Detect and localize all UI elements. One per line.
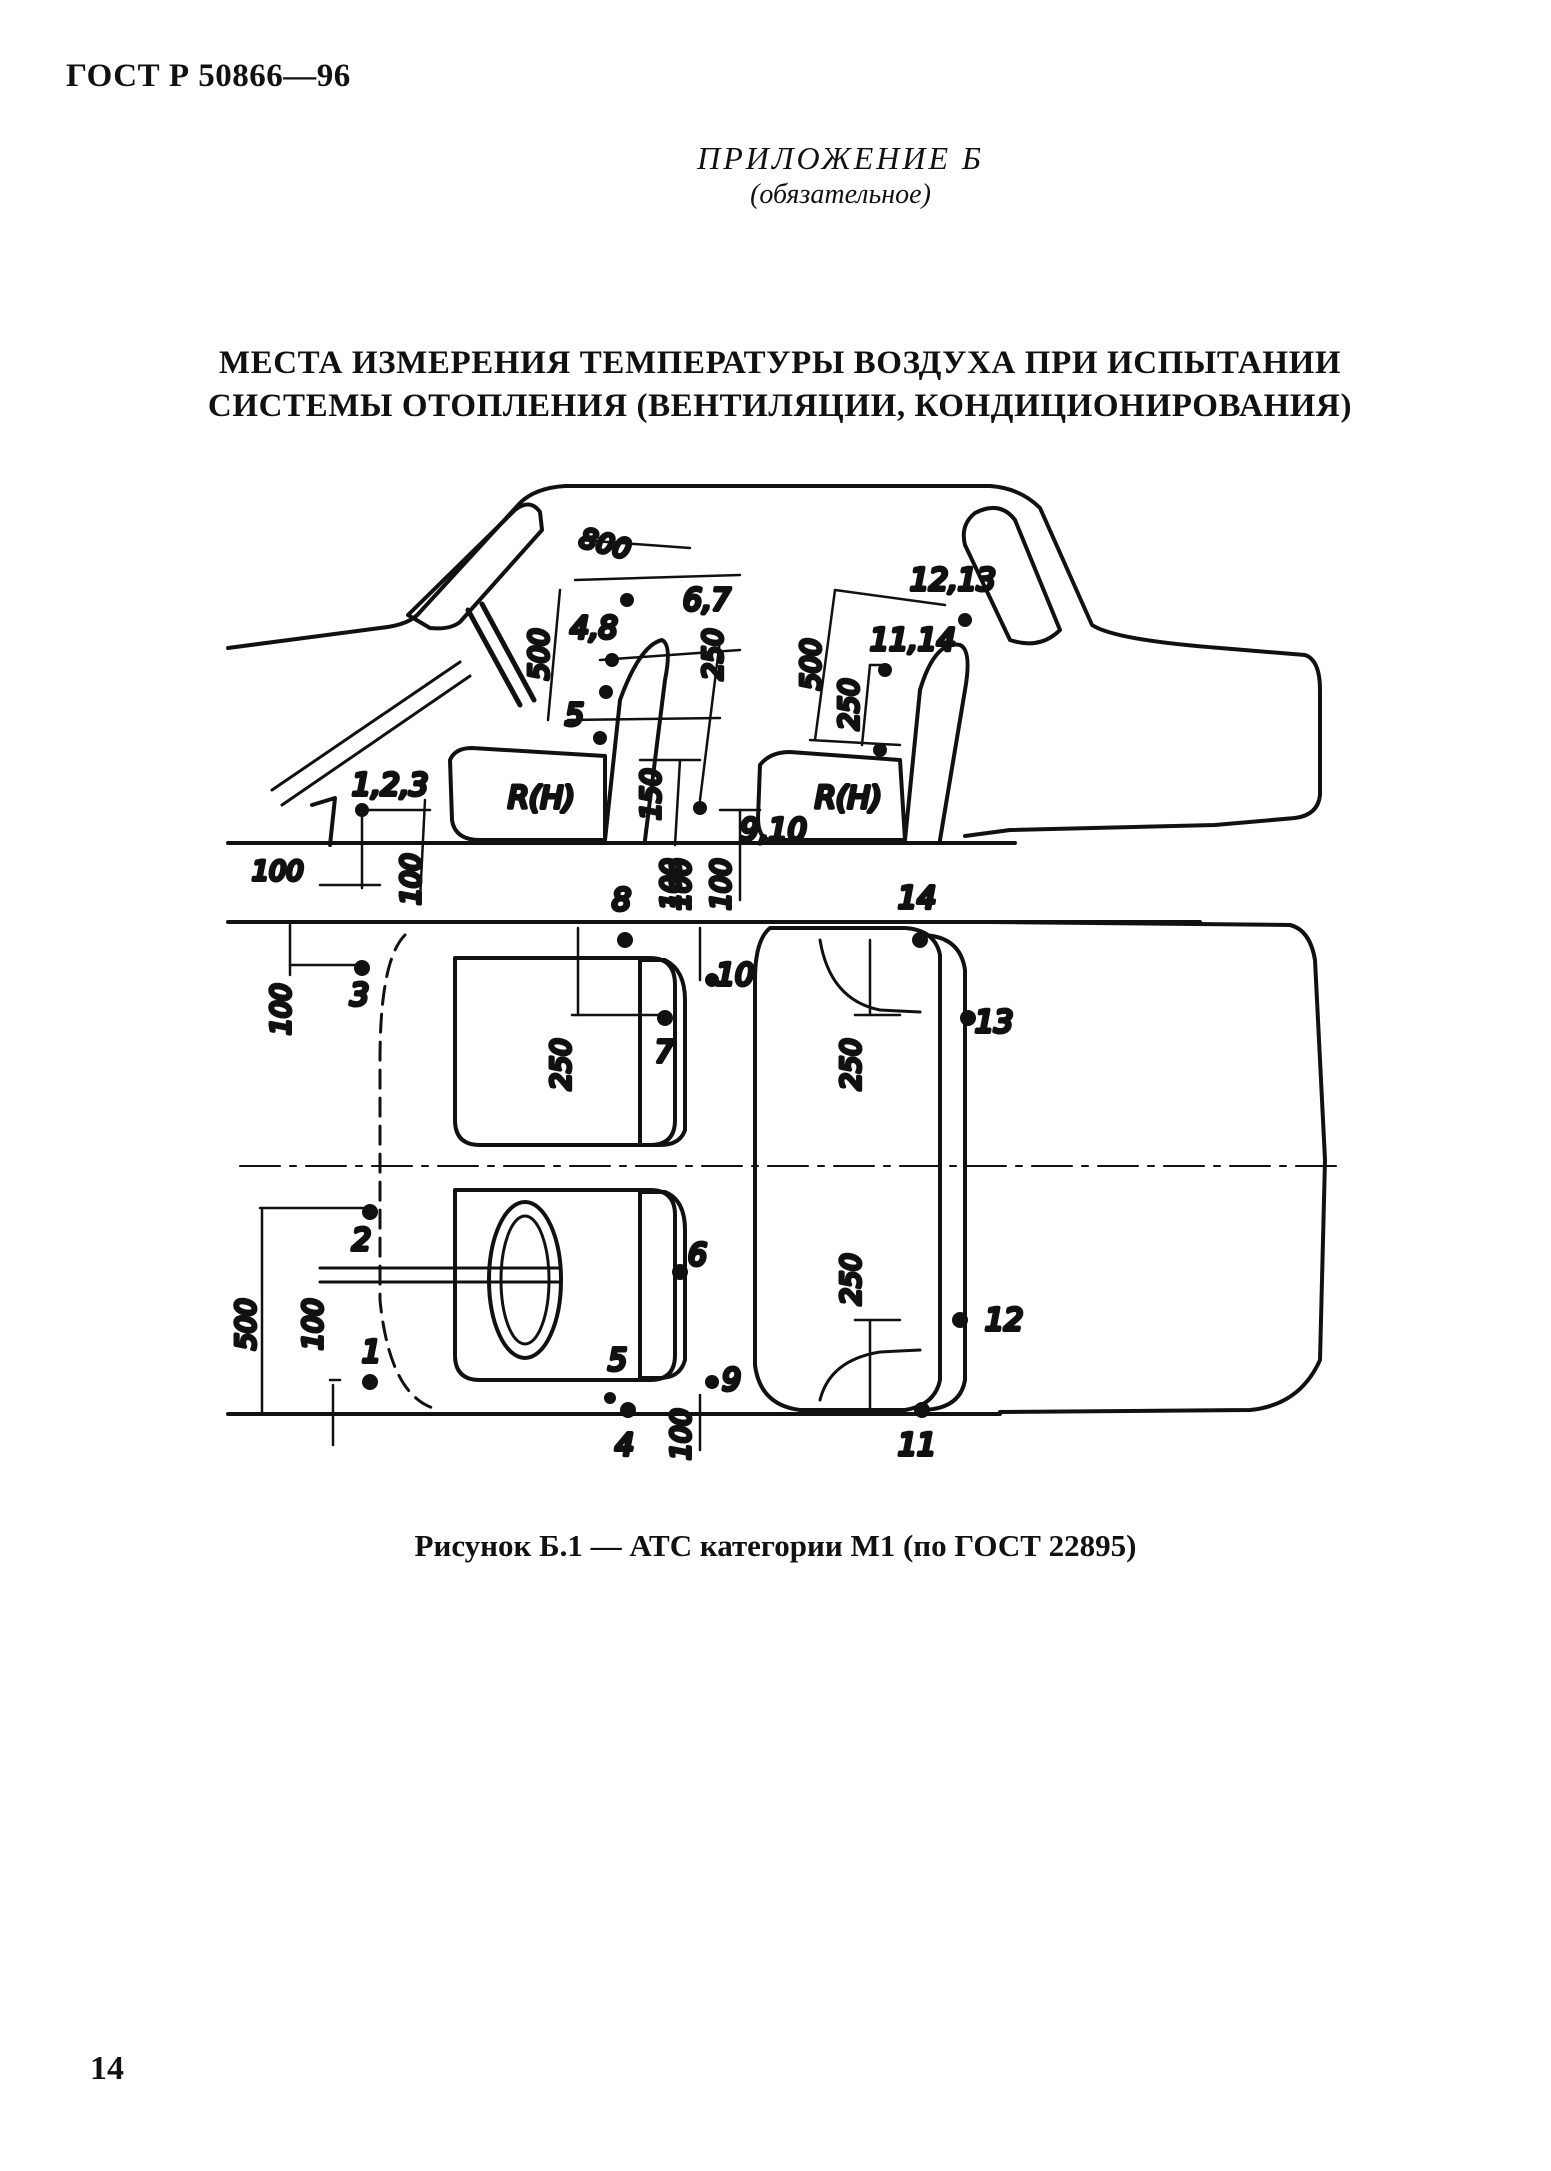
plan-point-3: 3 <box>350 978 369 1013</box>
pedal <box>310 796 337 847</box>
plan-point-11: 11 <box>898 1428 936 1463</box>
side-label-points-9-10: 9,10 <box>740 813 807 848</box>
plan-point-2: 2 <box>352 1223 371 1258</box>
side-label-points-12-13: 12,13 <box>910 563 996 598</box>
rear-bench-armrest-bottom <box>818 1348 922 1402</box>
side-dim-250-front: 250 <box>698 628 729 680</box>
side-label-points-6-7: 6,7 <box>683 583 731 618</box>
plan-point-5: 5 <box>608 1343 627 1378</box>
side-dim-150: 150 <box>636 768 667 820</box>
plan-point-9: 9 <box>722 1363 741 1398</box>
seat-reference-point-rear: R(H) <box>815 781 882 816</box>
dashboard-outline <box>378 933 442 1412</box>
front-seat <box>448 638 670 842</box>
side-dim-250-rear: 250 <box>834 678 865 730</box>
rear-bench-armrest-top <box>818 938 922 1014</box>
side-label-points-11-14: 11,14 <box>870 623 956 658</box>
side-label-point-5: 5 <box>565 698 584 733</box>
plan-point-1: 1 <box>362 1335 381 1370</box>
seat-reference-point-front: R(H) <box>508 781 575 816</box>
plan-point-7: 7 <box>655 1035 674 1070</box>
figure-caption: Рисунок Б.1 — АТС категории М1 (по ГОСТ … <box>414 1528 1137 1563</box>
side-dim-100-mid-b: 100 <box>706 858 737 910</box>
plan-view: 1 2 3 4 5 6 7 8 9 10 11 12 13 14 100 100… <box>226 856 1346 1465</box>
plan-dim-100-a: 100 <box>266 983 297 1035</box>
plan-dim-250-b: 250 <box>836 1038 867 1090</box>
appendix-title: ПРИЛОЖЕНИЕ Б <box>697 140 984 176</box>
front-seat-left-back <box>638 1190 687 1380</box>
side-label-points-1-2-3: 1,2,3 <box>352 768 428 803</box>
front-seat-right-back <box>638 958 687 1147</box>
side-dim-500-front: 500 <box>524 628 555 680</box>
rear-seat <box>756 642 970 842</box>
standard-number: ГОСТ Р 50866—96 <box>66 58 351 94</box>
appendix-heading: ПРИЛОЖЕНИЕ Б (обязательное) <box>0 140 1551 211</box>
plan-point-8: 8 <box>612 883 631 918</box>
windshield <box>406 502 544 631</box>
section-title-line2: СИСТЕМЫ ОТОПЛЕНИЯ (ВЕНТИЛЯЦИИ, КОНДИЦИОН… <box>207 388 1353 424</box>
side-view: 1,2,3 4,8 5 6,7 9,10 11,14 12,13 R(H) R(… <box>226 484 1322 912</box>
steering-wheel-inner <box>499 1214 551 1346</box>
car-body-outline <box>226 484 1322 838</box>
side-dim-100-mid-a: 100 <box>656 858 687 910</box>
plan-dim-250-c: 250 <box>836 1253 867 1305</box>
rear-bench-back <box>918 933 967 1412</box>
plan-dim-500: 500 <box>231 1298 262 1350</box>
plan-dim-100-b: 100 <box>298 1298 329 1350</box>
section-title-line1: МЕСТА ИЗМЕРЕНИЯ ТЕМПЕРАТУРЫ ВОЗДУХА ПРИ … <box>218 345 1342 381</box>
plan-point-6: 6 <box>688 1238 707 1273</box>
side-dim-800: 800 <box>576 523 634 566</box>
side-dim-100-horizontal: 100 <box>252 856 304 887</box>
steering-wheel <box>487 1200 563 1360</box>
plan-point-10: 10 <box>716 958 754 993</box>
side-dim-100-vertical: 100 <box>396 853 427 905</box>
rear-window <box>961 505 1062 646</box>
rear-body-plan <box>988 920 1327 1414</box>
plan-dim-100-d: 100 <box>666 858 697 910</box>
plan-dim-100-c: 100 <box>666 1408 697 1460</box>
side-label-points-4-8: 4,8 <box>570 611 618 646</box>
plan-point-13: 13 <box>975 1005 1013 1040</box>
plan-point-4: 4 <box>615 1428 634 1463</box>
rear-bench <box>753 926 942 1412</box>
section-title: МЕСТА ИЗМЕРЕНИЯ ТЕМПЕРАТУРЫ ВОЗДУХА ПРИ … <box>150 342 1410 428</box>
side-dim-500-rear: 500 <box>796 638 827 690</box>
plan-point-12: 12 <box>985 1303 1023 1338</box>
appendix-status: (обязательное) <box>750 179 931 210</box>
steering-wheel-side <box>465 601 537 708</box>
vehicle-drawing: 1,2,3 4,8 5 6,7 9,10 11,14 12,13 R(H) R(… <box>226 484 1346 1465</box>
plan-dim-250-a: 250 <box>546 1038 577 1090</box>
steering-column <box>270 660 472 807</box>
plan-point-14: 14 <box>898 881 936 916</box>
page-number: 14 <box>90 2050 124 2087</box>
